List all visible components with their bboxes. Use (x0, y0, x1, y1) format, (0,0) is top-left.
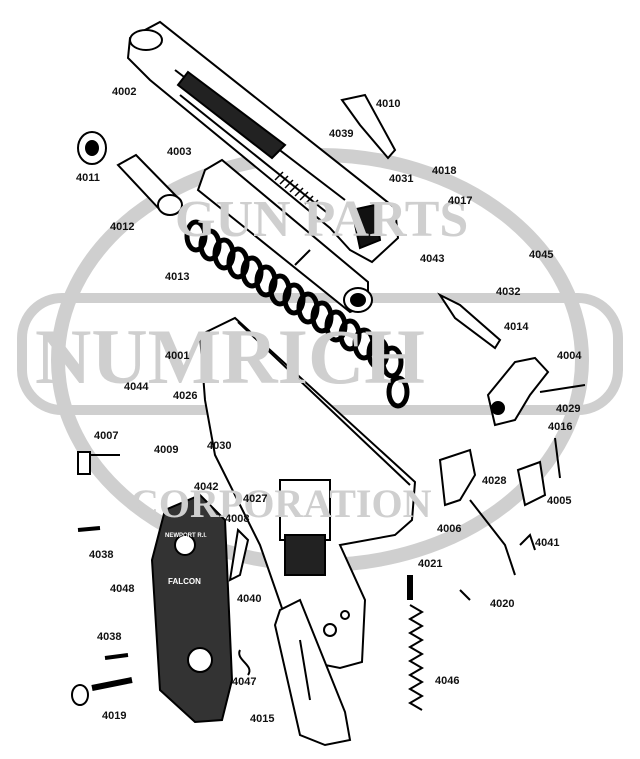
part-label: 4026 (173, 390, 198, 402)
part-label: 4029 (556, 403, 581, 415)
part-label: 4028 (482, 475, 507, 487)
part-label: 4021 (418, 558, 443, 570)
part-label: 4019 (102, 710, 127, 722)
grip-panel (150, 493, 234, 724)
part-label: 4038 (89, 549, 114, 561)
recoil-guide (116, 153, 183, 216)
part-label: 4039 (329, 128, 354, 140)
frame (198, 316, 417, 670)
part-label: 4048 (110, 583, 135, 595)
part-label: 4030 (207, 440, 232, 452)
part-label: 4007 (94, 430, 119, 442)
part-label: 4020 (490, 598, 515, 610)
part-label: 4011 (76, 172, 100, 184)
part-label: 4009 (154, 444, 179, 456)
mainspring (408, 604, 424, 711)
part-label: 4042 (194, 481, 219, 493)
part-label: 4012 (110, 221, 135, 233)
barrel (196, 158, 373, 314)
part-label: 4015 (250, 713, 275, 725)
part-label: 4004 (557, 350, 582, 362)
part-label: 4032 (496, 286, 521, 298)
part-label: 4017 (448, 195, 473, 207)
barrel-bushing (77, 131, 107, 165)
part-label: 4038 (97, 631, 122, 643)
part-label: 4008 (225, 513, 250, 525)
grip-text-2: NEWPORT R.I. (165, 533, 207, 539)
part-label: 4001 (165, 350, 190, 362)
firing-pin (437, 292, 502, 350)
magazine (273, 598, 352, 747)
pins (71, 384, 586, 706)
part-label: 4040 (237, 593, 262, 605)
part-label: 4014 (504, 321, 529, 333)
sear (516, 460, 547, 507)
watermark-top-text: GUN PARTS (175, 191, 469, 248)
part-label: 4043 (420, 253, 445, 265)
part-label: 4031 (389, 173, 414, 185)
part-label: 4016 (548, 421, 573, 433)
watermark-center-text: NUMRICH (35, 313, 425, 400)
part-label: 4027 (243, 493, 268, 505)
part-label: 4006 (437, 523, 462, 535)
part-label: 4002 (112, 86, 137, 98)
part-label: 4010 (376, 98, 401, 110)
hammer (486, 356, 550, 427)
part-label: 4041 (535, 537, 560, 549)
part-label: 4046 (435, 675, 460, 687)
part-label: 4045 (529, 249, 554, 261)
trigger (438, 448, 516, 576)
extractor (340, 93, 397, 160)
slide (126, 20, 400, 264)
recoil-spring (184, 219, 410, 409)
watermark-bottom-text: CORPORATION (130, 481, 432, 526)
part-label: 4047 (232, 676, 257, 688)
grip-text-1: FALCON (168, 577, 201, 586)
part-label: 4044 (124, 381, 149, 393)
part-label: 4013 (165, 271, 190, 283)
part-label: 4005 (547, 495, 572, 507)
part-label: 4003 (167, 146, 192, 158)
part-label: 4018 (432, 165, 457, 177)
